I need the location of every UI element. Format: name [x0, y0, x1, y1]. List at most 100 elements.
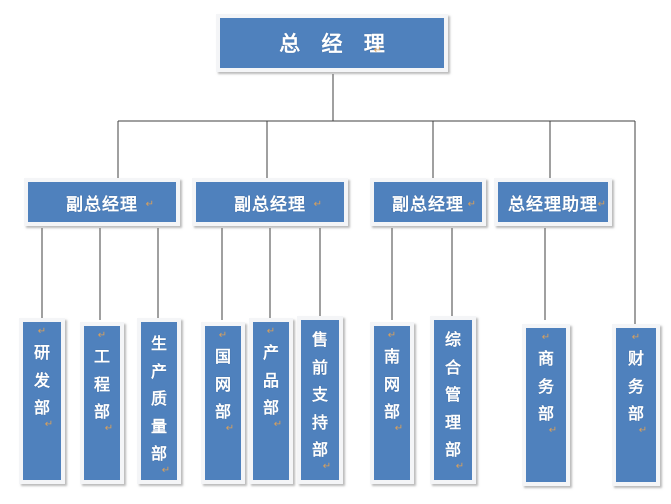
node-general-management-department[interactable]: 综合管理部 ↵ [430, 316, 476, 484]
node-fill: ↵ 南网部 ↵ [374, 326, 410, 480]
node-general-manager[interactable]: 总 经 理 ↵ [216, 14, 448, 72]
paragraph-mark-icon: ↵ [541, 332, 551, 343]
node-product-department[interactable]: ↵ 产品部 ↵ [249, 318, 293, 484]
paragraph-mark-icon: ↵ [44, 418, 54, 430]
paragraph-mark-icon: ↵ [313, 199, 322, 210]
node-fill: ↵ 研发部 ↵ [23, 322, 61, 480]
node-label-char: 前 [311, 357, 328, 377]
node-fill: ↵ 商务部 ↵ [526, 328, 566, 482]
node-presales-support-department[interactable]: 售前支持部 ↵ [297, 316, 343, 484]
node-state-grid-department[interactable]: ↵ 国网部 ↵ [201, 322, 245, 484]
node-label-char: 程 [93, 374, 110, 394]
node-label: 副总经理 [234, 194, 306, 215]
paragraph-mark-icon: ↵ [394, 422, 404, 434]
node-label-char: 研 [33, 343, 50, 362]
node-fill: 综合管理部 ↵ [434, 320, 472, 480]
node-deputy-general-manager-1[interactable]: 副总经理 ↵ [24, 178, 180, 226]
node-label-char: 部 [214, 402, 231, 422]
node-fill: 总经理助理 ↵ [498, 182, 608, 222]
node-label: 总经理助理 [508, 194, 598, 215]
node-fill: 副总经理 ↵ [28, 182, 176, 222]
node-fill: ↵ 产品部 ↵ [253, 322, 289, 480]
node-fill: 售前支持部 ↵ [301, 320, 339, 480]
node-label-char: 持 [311, 412, 328, 432]
node-label-char: 部 [383, 402, 400, 422]
node-rd-department[interactable]: ↵ 研发部 ↵ [19, 318, 65, 484]
paragraph-mark-icon: ↵ [638, 424, 648, 436]
node-label-char: 售 [311, 330, 328, 349]
paragraph-mark-icon: ↵ [273, 418, 283, 430]
node-label-char: 部 [150, 444, 167, 464]
node-fill: 副总经理 ↵ [196, 182, 344, 222]
node-label-char: 质 [150, 389, 167, 409]
paragraph-mark-icon: ↵ [218, 330, 228, 341]
paragraph-mark-icon: ↵ [37, 326, 47, 337]
node-label-char: 合 [444, 357, 461, 377]
node-label-char: 生 [150, 334, 167, 353]
node-label: 工程部 [94, 343, 110, 426]
node-label: 副总经理 [392, 194, 464, 215]
paragraph-mark-icon: ↵ [631, 332, 641, 343]
node-label-char: 理 [444, 412, 461, 432]
node-deputy-general-manager-3[interactable]: 副总经理 ↵ [370, 178, 486, 226]
paragraph-mark-icon: ↵ [597, 199, 606, 210]
paragraph-mark-icon: ↵ [225, 422, 235, 434]
node-label: 副总经理 [66, 194, 138, 215]
node-label-char: 务 [627, 376, 644, 396]
paragraph-mark-icon: ↵ [455, 460, 465, 472]
paragraph-mark-icon: ↵ [548, 424, 558, 436]
node-label-char: 综 [444, 330, 461, 349]
paragraph-mark-icon: ↵ [97, 330, 107, 341]
node-label-char: 发 [33, 370, 50, 390]
node-label-char: 产 [262, 343, 279, 362]
node-fill: ↵ 国网部 ↵ [205, 326, 241, 480]
node-label: 生产质量部 [151, 330, 167, 468]
node-label-char: 部 [537, 404, 554, 424]
node-label: 财务部 [628, 345, 644, 428]
node-fill: 生产质量部 ↵ [141, 322, 177, 480]
node-fill: ↵ 财务部 ↵ [616, 328, 656, 482]
node-assistant-to-general-manager[interactable]: 总经理助理 ↵ [494, 178, 612, 226]
node-label-char: 部 [627, 404, 644, 424]
node-label-char: 部 [311, 440, 328, 460]
node-label-char: 部 [262, 398, 279, 418]
paragraph-mark-icon: ↵ [145, 199, 154, 210]
node-label-char: 务 [537, 376, 554, 396]
node-label: 研发部 [34, 339, 50, 422]
node-label-char: 产 [150, 361, 167, 381]
paragraph-mark-icon: ↵ [104, 422, 114, 434]
node-deputy-general-manager-2[interactable]: 副总经理 ↵ [192, 178, 348, 226]
paragraph-mark-icon: ↵ [373, 45, 382, 56]
paragraph-mark-icon: ↵ [266, 326, 276, 337]
node-label-char: 量 [150, 416, 167, 436]
node-fill: 总 经 理 ↵ [220, 18, 444, 68]
node-label: 总 经 理 [279, 32, 392, 56]
node-label-char: 南 [383, 347, 400, 366]
paragraph-mark-icon: ↵ [467, 199, 476, 210]
node-fill: ↵ 工程部 ↵ [84, 326, 120, 480]
node-label-char: 部 [93, 402, 110, 422]
paragraph-mark-icon: ↵ [387, 330, 397, 341]
node-label-char: 网 [214, 374, 231, 394]
node-finance-department[interactable]: ↵ 财务部 ↵ [612, 324, 660, 486]
node-production-quality-department[interactable]: 生产质量部 ↵ [137, 318, 181, 484]
paragraph-mark-icon: ↵ [322, 460, 332, 472]
node-label-char: 商 [537, 349, 554, 368]
node-label: 商务部 [538, 345, 554, 428]
node-label-char: 部 [444, 440, 461, 460]
node-label: 综合管理部 [445, 326, 461, 464]
node-label-char: 网 [383, 374, 400, 394]
node-label-char: 部 [33, 398, 50, 418]
node-label-char: 管 [444, 385, 461, 405]
node-southern-grid-department[interactable]: ↵ 南网部 ↵ [370, 322, 414, 484]
node-label: 南网部 [384, 343, 400, 426]
node-label-char: 国 [214, 347, 231, 366]
node-engineering-department[interactable]: ↵ 工程部 ↵ [80, 322, 124, 484]
node-business-department[interactable]: ↵ 商务部 ↵ [522, 324, 570, 486]
node-label-char: 品 [262, 370, 279, 390]
node-label: 售前支持部 [312, 326, 328, 464]
node-label-char: 支 [311, 385, 328, 405]
node-label-char: 财 [627, 349, 644, 368]
